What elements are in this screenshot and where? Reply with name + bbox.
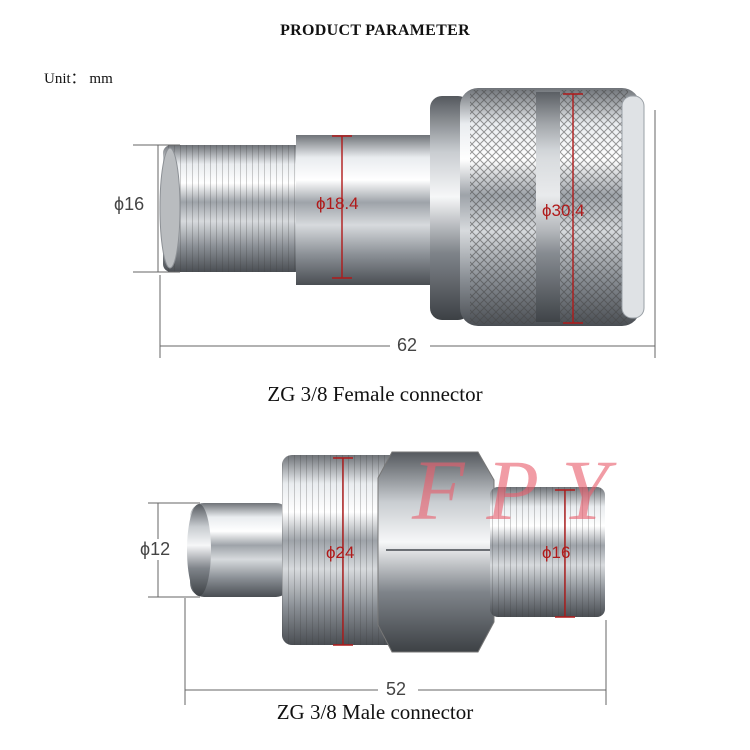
male-length-label: 52 [382,679,411,700]
female-dimension-lines-red [332,93,583,324]
male-large-thread-dia-label: ϕ24 [326,543,355,562]
female-body-dia-label: ϕ18.4 [316,194,359,213]
unit-label: Unit： mm [44,71,113,87]
female-thread-dia-label: ϕ16 [110,194,149,215]
female-caption: ZG 3/8 Female connector [267,382,483,406]
female-body [296,135,446,285]
female-length-label: 62 [393,335,422,356]
male-dimension-lines [148,502,607,705]
page-title: PRODUCT PARAMETER [280,22,470,39]
female-dimension-lines [133,110,656,358]
male-dimension-lines-red [333,457,575,646]
male-nose-dia-label: ϕ12 [136,539,175,560]
female-knurled-nut [460,88,645,326]
male-nose [190,503,290,597]
male-small-thread-dia-label: ϕ16 [542,543,571,562]
watermark-text: FPY [412,442,631,538]
male-caption: ZG 3/8 Male connector [276,700,474,724]
female-nut-dia-label: ϕ30.4 [542,201,585,220]
female-connector-image [159,88,645,326]
male-hex [377,451,495,653]
